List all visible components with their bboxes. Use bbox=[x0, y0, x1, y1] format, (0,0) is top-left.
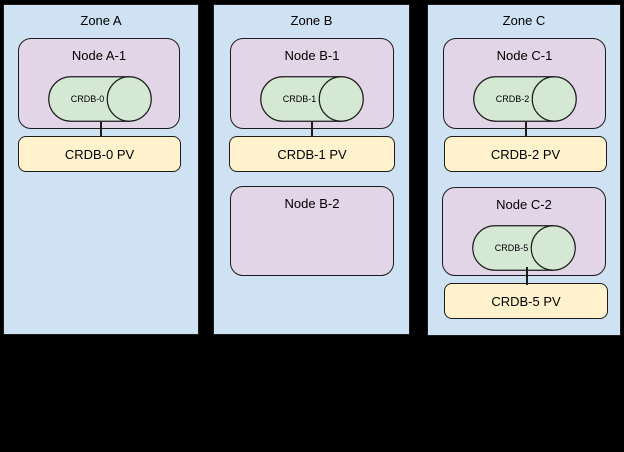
zone-a-label: Zone A bbox=[80, 13, 122, 28]
database-cylinder-icon bbox=[473, 76, 577, 122]
connector-line bbox=[100, 122, 102, 137]
node-b-1-label: Node B-1 bbox=[284, 48, 340, 63]
crdb-5-cylinder: CRDB-5 bbox=[472, 225, 576, 271]
zone-c-label: Zone C bbox=[502, 13, 546, 28]
crdb-0-cylinder: CRDB-0 bbox=[48, 76, 152, 122]
crdb-0-label: CRDB-0 bbox=[70, 94, 105, 104]
crdb-0-pv-box: CRDB-0 PV bbox=[18, 136, 181, 172]
node-b-2: Node B-2 bbox=[230, 186, 394, 276]
node-c-1-label: Node C-1 bbox=[496, 48, 553, 63]
zone-a: Zone A Node A-1 CRDB-0 CRDB-0 PV bbox=[3, 4, 199, 335]
crdb-1-pv-label: CRDB-1 PV bbox=[277, 146, 347, 162]
node-a-1: Node A-1 CRDB-0 bbox=[18, 38, 180, 129]
node-b-2-label: Node B-2 bbox=[284, 196, 340, 211]
node-c-2-label: Node C-2 bbox=[496, 197, 552, 212]
connector-line bbox=[525, 122, 527, 137]
node-a-1-label: Node A-1 bbox=[71, 48, 127, 63]
crdb-2-pv-box: CRDB-2 PV bbox=[444, 136, 607, 172]
node-b-1: Node B-1 CRDB-1 bbox=[230, 38, 394, 129]
crdb-2-cylinder: CRDB-2 bbox=[473, 76, 577, 122]
crdb-5-pv-box: CRDB-5 PV bbox=[444, 283, 608, 319]
database-cylinder-icon bbox=[48, 76, 152, 122]
connector-line bbox=[526, 267, 528, 285]
crdb-5-label: CRDB-5 bbox=[494, 243, 529, 253]
crdb-2-pv-label: CRDB-2 PV bbox=[490, 146, 561, 162]
crdb-1-cylinder: CRDB-1 bbox=[260, 76, 364, 122]
crdb-1-label: CRDB-1 bbox=[282, 94, 317, 104]
database-cylinder-icon bbox=[472, 225, 576, 271]
zone-b: Zone B Node B-1 CRDB-1 CRDB-1 PV Node B-… bbox=[213, 4, 410, 335]
zone-b-label: Zone B bbox=[290, 13, 333, 28]
crdb-0-pv-label: CRDB-0 PV bbox=[64, 146, 135, 162]
node-c-2: Node C-2 CRDB-5 bbox=[442, 187, 606, 276]
crdb-2-label: CRDB-2 bbox=[495, 94, 530, 104]
database-cylinder-icon bbox=[260, 76, 364, 122]
zone-c: Zone C Node C-1 CRDB-2 CRDB-2 PV Node C-… bbox=[427, 4, 621, 336]
connector-line bbox=[311, 122, 313, 137]
node-c-1: Node C-1 CRDB-2 bbox=[443, 38, 606, 129]
crdb-5-pv-label: CRDB-5 PV bbox=[491, 293, 561, 309]
crdb-1-pv-box: CRDB-1 PV bbox=[229, 136, 395, 172]
